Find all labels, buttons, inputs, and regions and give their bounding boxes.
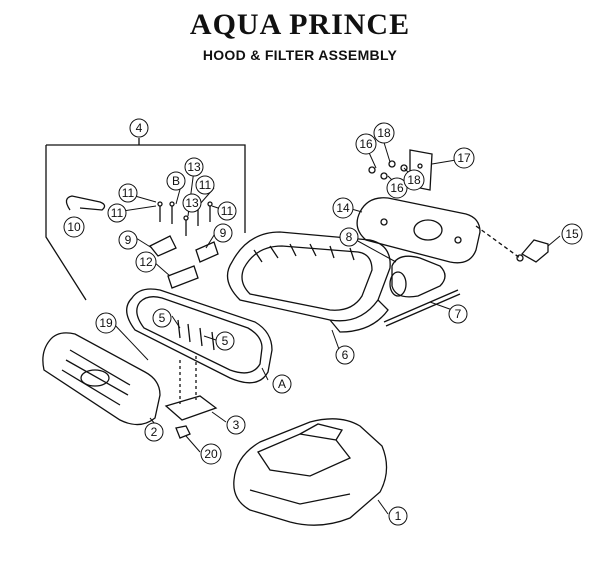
svg-text:7: 7 xyxy=(455,307,462,321)
svg-text:11: 11 xyxy=(111,206,124,220)
callout-b: B xyxy=(166,171,186,191)
callout-17: 17 xyxy=(453,147,475,169)
svg-text:11: 11 xyxy=(122,186,135,200)
part-10-clip xyxy=(65,195,106,211)
callout-a: A xyxy=(272,374,292,394)
callout-9-a: 9 xyxy=(118,230,138,250)
part-8-elbow xyxy=(389,255,446,298)
svg-text:A: A xyxy=(278,377,286,391)
callout-20: 20 xyxy=(200,443,222,465)
callout-11-d: 11 xyxy=(217,201,237,221)
svg-text:9: 9 xyxy=(220,226,227,240)
callout-18-b: 18 xyxy=(403,169,425,191)
part-5-screws xyxy=(177,319,215,351)
group-bracket-top xyxy=(46,144,246,233)
part-14-rear-plate xyxy=(356,197,481,264)
svg-text:14: 14 xyxy=(336,201,350,215)
callout-9-b: 9 xyxy=(213,223,233,243)
callout-14: 14 xyxy=(332,197,354,219)
callout-10: 10 xyxy=(63,216,85,238)
callout-18-a: 18 xyxy=(373,122,395,144)
svg-text:5: 5 xyxy=(222,334,229,348)
svg-text:17: 17 xyxy=(457,151,471,165)
callout-5-a: 5 xyxy=(152,308,172,328)
svg-text:16: 16 xyxy=(390,181,404,195)
part-a-gasket xyxy=(126,288,273,384)
svg-text:1: 1 xyxy=(395,509,402,523)
part-1-hood xyxy=(233,418,388,526)
callout-11-c: 11 xyxy=(195,175,215,195)
svg-text:8: 8 xyxy=(346,230,353,244)
callout-11-b: 11 xyxy=(107,203,127,223)
svg-text:18: 18 xyxy=(377,126,391,140)
callout-15: 15 xyxy=(561,223,583,245)
part-7-rod xyxy=(383,289,461,327)
part-2-front-plate xyxy=(42,332,161,426)
svg-text:11: 11 xyxy=(199,178,212,192)
callout-16-b: 16 xyxy=(386,177,408,199)
callout-19: 19 xyxy=(95,312,117,334)
callout-12: 12 xyxy=(135,251,157,273)
svg-text:20: 20 xyxy=(204,447,218,461)
svg-text:4: 4 xyxy=(136,121,143,135)
svg-text:18: 18 xyxy=(407,173,421,187)
callout-13-b: 13 xyxy=(182,193,202,213)
callout-7: 7 xyxy=(448,304,468,324)
svg-text:13: 13 xyxy=(185,196,199,210)
svg-text:10: 10 xyxy=(67,220,81,234)
svg-text:19: 19 xyxy=(99,316,113,330)
svg-text:9: 9 xyxy=(125,233,132,247)
callout-13-a: 13 xyxy=(184,157,204,177)
part-20-nut xyxy=(175,425,191,439)
part-6-filter-element xyxy=(226,231,391,333)
group-bracket-left xyxy=(45,145,87,301)
callout-6: 6 xyxy=(335,345,355,365)
part-9-12-brackets xyxy=(148,235,219,289)
svg-text:13: 13 xyxy=(187,160,201,174)
svg-text:3: 3 xyxy=(233,418,240,432)
callout-8: 8 xyxy=(339,227,359,247)
callout-1: 1 xyxy=(388,506,408,526)
callout-labels: 4 10 11 11 B 13 11 13 11 9 9 12 5 5 19 A… xyxy=(63,118,583,526)
svg-text:5: 5 xyxy=(159,311,166,325)
callout-11-a: 11 xyxy=(118,183,138,203)
svg-text:16: 16 xyxy=(359,137,373,151)
page-title: HOOD & FILTER ASSEMBLY xyxy=(202,47,398,63)
svg-text:2: 2 xyxy=(151,425,158,439)
brand-logo: AQUA PRINCE xyxy=(189,8,411,41)
callout-3: 3 xyxy=(226,415,246,435)
callout-16-a: 16 xyxy=(355,133,377,155)
svg-text:B: B xyxy=(172,174,180,188)
svg-text:15: 15 xyxy=(565,227,579,241)
svg-text:12: 12 xyxy=(139,255,153,269)
callout-4: 4 xyxy=(129,118,149,138)
part-3-mount xyxy=(164,356,218,421)
svg-text:6: 6 xyxy=(342,348,349,362)
svg-text:11: 11 xyxy=(221,204,234,218)
part-15-fitting xyxy=(475,225,549,263)
callout-2: 2 xyxy=(144,422,164,442)
callout-5-b: 5 xyxy=(215,331,235,351)
